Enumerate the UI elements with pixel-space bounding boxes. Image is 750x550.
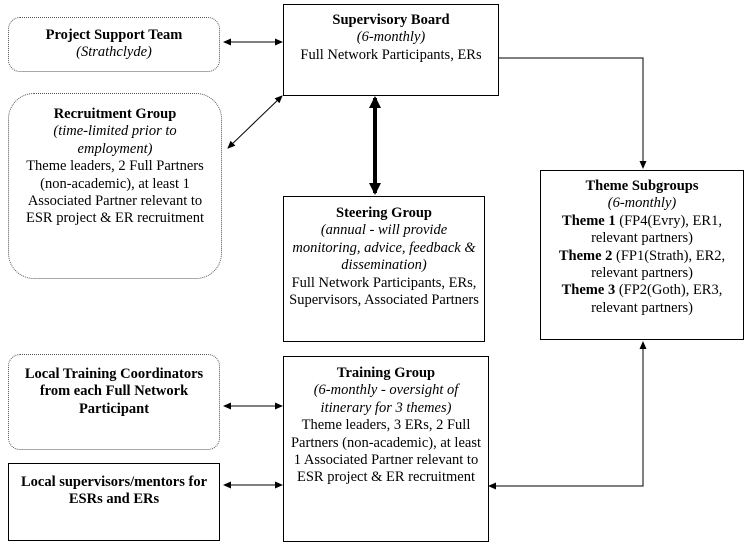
- recruitment-group-note: (time-limited prior to employment): [53, 123, 177, 157]
- steering-group-title: Steering Group: [336, 205, 432, 221]
- training-group-box: Training Group (6-monthly - oversight of…: [283, 356, 489, 542]
- steering-group-body: Full Network Participants, ERs, Supervis…: [289, 274, 479, 309]
- training-group-body: Theme leaders, 3 ERs, 2 Full Partners (n…: [290, 417, 482, 486]
- local-supervisors-box: Local supervisors/mentors for ESRs and E…: [8, 463, 220, 541]
- theme-subgroups-note: (6-monthly): [607, 195, 677, 212]
- steering-group-box: Steering Group (annual - will provide mo…: [283, 196, 485, 342]
- theme-1-label: Theme 1: [562, 212, 616, 229]
- theme-3-label: Theme 3: [561, 282, 616, 299]
- supervisory-board-note: (6-monthly): [356, 29, 426, 46]
- local-supervisors-title: Local supervisors/mentors for ESRs and E…: [20, 474, 208, 508]
- project-support-team-note: (Strathclyde): [76, 44, 152, 61]
- theme-2-detail: (FP1(Strath), ER2, relevant partners): [591, 247, 726, 282]
- theme-1-entry: Theme 1 (FP4(Evry), ER1, relevant partne…: [547, 213, 737, 248]
- arrow-supervisory-theme-subgroups: [499, 57, 647, 169]
- theme-subgroups-box: Theme Subgroups (6-monthly) Theme 1 (FP4…: [540, 170, 744, 340]
- arrow-recruitment-supervisory: [227, 95, 283, 149]
- theme-3-detail: (FP2(Goth), ER3, relevant partners): [591, 282, 723, 316]
- supervisory-board-title: Supervisory Board: [332, 12, 450, 28]
- recruitment-group-box: Recruitment Group (time-limited prior to…: [8, 93, 222, 279]
- project-support-team-title: Project Support Team: [45, 27, 183, 43]
- steering-group-note: (annual - will provide monitoring, advic…: [292, 222, 476, 274]
- theme-3-entry: Theme 3 (FP2(Goth), ER3, relevant partne…: [547, 282, 737, 317]
- theme-1-detail: (FP4(Evry), ER1, relevant partners): [591, 212, 722, 247]
- supervisory-board-box: Supervisory Board (6-monthly) Full Netwo…: [283, 4, 499, 96]
- training-group-title: Training Group: [336, 365, 436, 381]
- training-group-note: (6-monthly - oversight of itinerary for …: [313, 382, 459, 416]
- arrow-training-theme-subgroups: [488, 341, 647, 490]
- theme-2-entry: Theme 2 (FP1(Strath), ER2, relevant part…: [547, 248, 737, 283]
- theme-2-label: Theme 2: [558, 247, 613, 264]
- local-training-coordinators-box: Local Training Coordinators from each Fu…: [8, 354, 220, 450]
- recruitment-group-title: Recruitment Group: [53, 106, 177, 122]
- project-support-team-box: Project Support Team (Strathclyde): [8, 17, 220, 72]
- theme-subgroups-title: Theme Subgroups: [585, 178, 699, 194]
- recruitment-group-body: Theme leaders, 2 Full Partners (non-acad…: [26, 158, 204, 227]
- local-training-coordinators-title: Local Training Coordinators from each Fu…: [24, 366, 204, 417]
- supervisory-board-body: Full Network Participants, ERs: [300, 46, 482, 63]
